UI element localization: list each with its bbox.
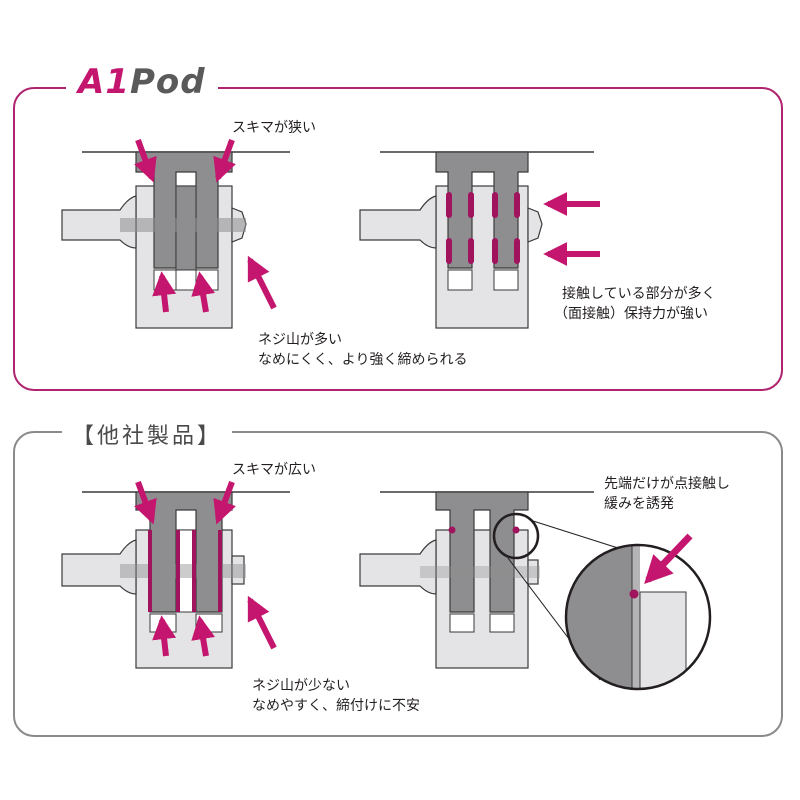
arrow bbox=[247, 595, 277, 650]
top-left-mount bbox=[61, 151, 290, 329]
arrow bbox=[191, 615, 215, 657]
brand-logo: A1Pod bbox=[66, 62, 218, 102]
arrow bbox=[644, 533, 693, 585]
label-thread-few: ネジ山が少ない bbox=[252, 678, 350, 694]
top-right-arrows bbox=[543, 192, 600, 266]
top-frame bbox=[13, 87, 783, 391]
label-thread-weak: なめやすく、締付けに不安 bbox=[252, 698, 420, 714]
arrow bbox=[213, 138, 236, 183]
label-gap-narrow: スキマが狭い bbox=[232, 120, 316, 136]
bottom-frame bbox=[13, 431, 783, 737]
arrow bbox=[191, 271, 215, 313]
top-left-arrows bbox=[134, 138, 277, 313]
contact-point bbox=[448, 526, 456, 534]
label-thread-strong: なめにくく、より強く締められる bbox=[258, 352, 468, 368]
arrow bbox=[152, 615, 177, 657]
label-loosening: 緩みを誘発 bbox=[604, 496, 674, 512]
arrow bbox=[134, 138, 157, 183]
zoom-callout bbox=[492, 512, 712, 691]
label-contact-many: 接触している部分が多く bbox=[562, 286, 716, 302]
bottom-right-mount bbox=[359, 491, 594, 669]
arrow bbox=[247, 255, 277, 310]
label-gap-wide: スキマが広い bbox=[232, 462, 316, 478]
arrow bbox=[134, 480, 157, 525]
bottom-left-mount bbox=[61, 491, 290, 669]
label-point-contact: 先端だけが点接触し bbox=[604, 476, 730, 492]
section-title-other: 【他社製品】 bbox=[62, 422, 233, 452]
arrow bbox=[213, 480, 236, 525]
arrow bbox=[152, 271, 177, 313]
bottom-left-arrows bbox=[134, 480, 277, 657]
label-thread-many: ネジ山が多い bbox=[258, 332, 342, 348]
contact-point bbox=[512, 526, 520, 534]
contact-point bbox=[629, 589, 639, 599]
label-contact-surface: （面接触）保持力が強い bbox=[554, 306, 708, 322]
top-right-mount bbox=[359, 151, 594, 329]
